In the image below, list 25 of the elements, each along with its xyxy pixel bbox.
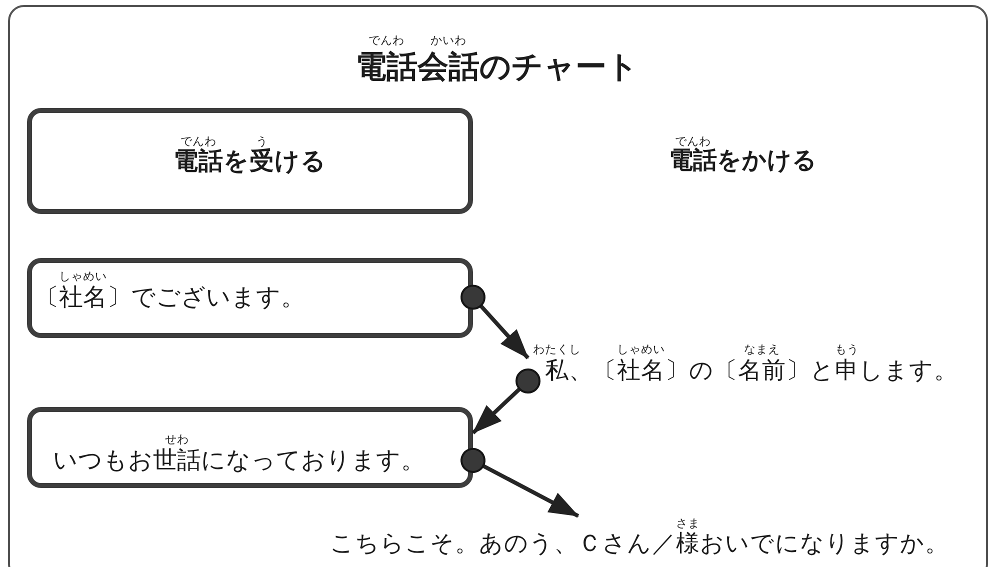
rounded-box [27,108,473,214]
sentence: 〔社名〕でございます。 [35,285,305,309]
arrow [460,284,530,360]
column-heading: 電話をかける [669,148,817,172]
arrow [460,448,580,518]
furigana: しゃめい [59,271,107,283]
sentence: 私、〔社名〕の〔名前〕と申します。 [545,359,958,383]
furigana: でんわ [368,35,404,47]
furigana: なまえ [744,344,780,356]
rounded-box [27,407,473,488]
furigana: かいわ [430,35,466,47]
rounded-box [27,258,473,338]
sentence: こちらこそ。あのう、Ｃさん／様おいでになりますか。 [330,532,949,556]
furigana: わたくし [533,344,581,356]
furigana: う [256,136,268,148]
column-heading: 電話を受ける [174,148,326,174]
furigana: しゃめい [617,344,665,356]
furigana: でんわ [180,136,216,148]
furigana: でんわ [675,136,711,148]
furigana: さま [676,518,700,530]
furigana: せわ [165,434,189,446]
furigana: もう [835,344,859,356]
title: 電話会話のチャート [356,52,638,82]
sentence: いつもお世話になっております。 [53,448,425,472]
arrow [472,368,540,434]
